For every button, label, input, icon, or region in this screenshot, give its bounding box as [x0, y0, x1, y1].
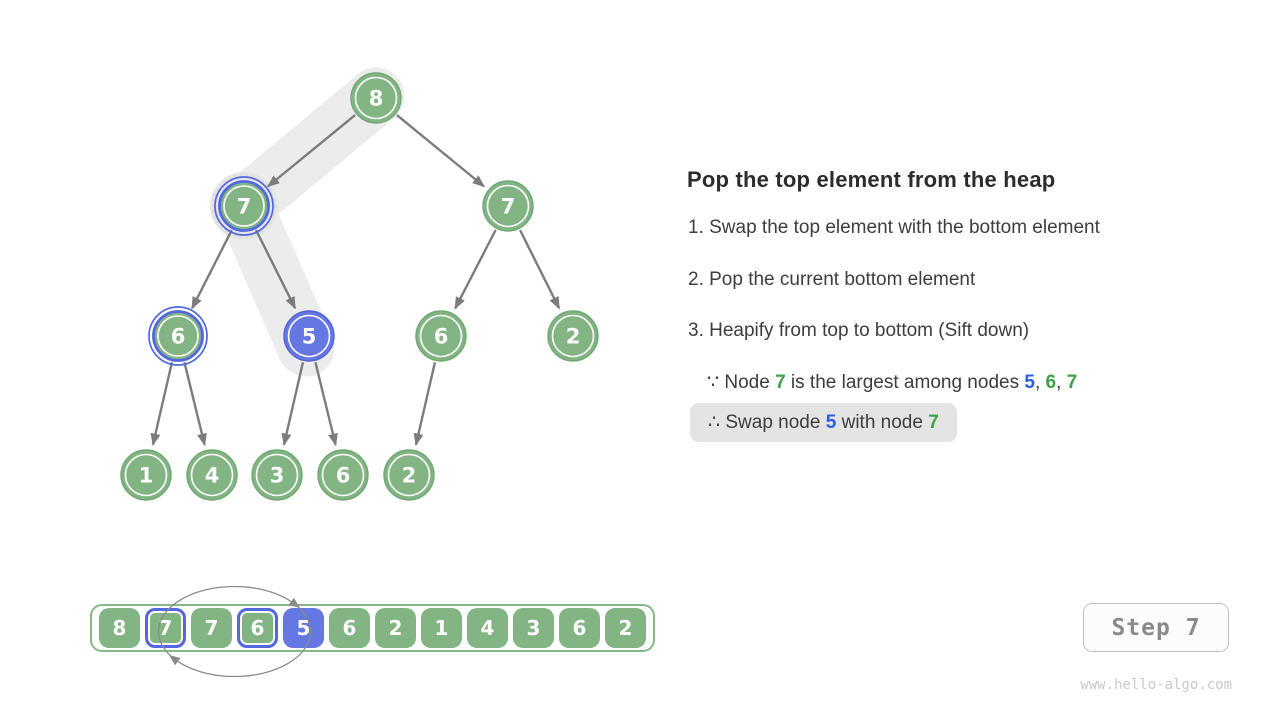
- array-cell: 5: [283, 608, 324, 648]
- node-value-ref: 6: [1045, 372, 1057, 393]
- array-cell: 6: [237, 608, 278, 648]
- tree-node-value: 2: [566, 325, 581, 349]
- array-cell: 4: [467, 608, 508, 648]
- note-text: ∵ Node: [707, 372, 776, 393]
- tree-node-value: 2: [402, 464, 417, 488]
- tree-edge: [281, 362, 305, 447]
- tree-edge: [183, 361, 207, 447]
- therefore-note: ∴ Swap node 5 with node 7: [690, 403, 957, 442]
- tree-edge: [150, 362, 174, 447]
- tree-node-value: 5: [302, 325, 317, 349]
- node-value-ref: 7: [775, 372, 786, 393]
- array-cell-value: 1: [434, 616, 449, 640]
- note-text: ,: [1056, 372, 1067, 393]
- tree-node: 1: [120, 449, 172, 501]
- note-text: is the largest among nodes: [785, 372, 1025, 393]
- array-cell: 7: [191, 608, 232, 648]
- page-title: Pop the top element from the heap: [687, 167, 1056, 192]
- tree-node-value: 6: [434, 325, 449, 349]
- array-cell: 8: [99, 608, 140, 648]
- tree-edges: [150, 114, 561, 447]
- note-text: with node: [836, 412, 929, 433]
- array-cell: 3: [513, 608, 554, 648]
- array-cell-value: 4: [480, 616, 495, 640]
- tree-edge: [519, 229, 561, 310]
- step-button[interactable]: Step 7: [1083, 603, 1229, 652]
- tree-node: 6: [415, 310, 467, 362]
- array-cell: 2: [605, 608, 646, 648]
- tree-node-value: 6: [171, 325, 186, 349]
- tree-edge: [314, 361, 338, 447]
- array-cell: 7: [145, 608, 186, 648]
- tree-node: 5: [283, 310, 335, 362]
- array-cell: 6: [329, 608, 370, 648]
- because-note: ∵ Node 7 is the largest among nodes 5, 6…: [707, 371, 1077, 394]
- instruction-step-1: 1. Swap the top element with the bottom …: [688, 217, 1100, 238]
- node-value-ref: 7: [1066, 372, 1078, 393]
- tree-node: 6: [317, 449, 369, 501]
- swap-arrowhead: [169, 655, 181, 666]
- tree-node-value: 3: [270, 464, 285, 488]
- array-cell-value: 7: [158, 616, 173, 640]
- tree-node: 2: [383, 449, 435, 501]
- tree-node: 7: [214, 176, 274, 236]
- tree-edge: [255, 229, 297, 310]
- array-cell: 2: [375, 608, 416, 648]
- tree-edge: [413, 362, 437, 447]
- tree-edge: [267, 114, 356, 188]
- tree-node: 6: [148, 306, 208, 366]
- tree-node: 3: [251, 449, 303, 501]
- instruction-step-2: 2. Pop the current bottom element: [688, 269, 976, 290]
- tree-node: 8: [350, 72, 402, 124]
- tree-node-value: 1: [139, 464, 154, 488]
- tree-node-value: 6: [336, 464, 351, 488]
- node-value-ref: 5: [825, 412, 837, 433]
- heap-array: 8 7 7 6 5 6 2 1 4 3 6 2: [90, 604, 655, 652]
- node-halo-dots: [211, 173, 277, 239]
- array-cell-value: 8: [112, 616, 127, 640]
- tree-nodes: 8 7 7 6 5 6 2 1 4 3 6 2: [120, 72, 599, 501]
- note-text: ,: [1034, 372, 1046, 393]
- array-cell-value: 2: [618, 616, 633, 640]
- array-cell: 1: [421, 608, 462, 648]
- node-value-ref: 7: [928, 412, 939, 433]
- tree-node: 7: [482, 180, 534, 232]
- tree-edge: [396, 114, 485, 188]
- tree-edge: [190, 229, 233, 310]
- watermark: www.hello-algo.com: [1080, 677, 1232, 693]
- array-cell-value: 6: [572, 616, 587, 640]
- tree-node: 4: [186, 449, 238, 501]
- array-cell-value: 6: [250, 616, 265, 640]
- note-text: ∴ Swap node: [708, 412, 826, 433]
- tree-node: 2: [547, 310, 599, 362]
- array-cell-value: 7: [204, 616, 219, 640]
- step-button-label: Step 7: [1111, 614, 1201, 641]
- array-cell-value: 6: [342, 616, 357, 640]
- tree-node-value: 7: [237, 195, 252, 219]
- array-cell-value: 2: [388, 616, 403, 640]
- array-cell: 6: [559, 608, 600, 648]
- instruction-step-3: 3. Heapify from top to bottom (Sift down…: [688, 320, 1030, 341]
- tree-edge: [454, 229, 497, 310]
- tree-node-value: 8: [369, 87, 384, 111]
- array-cell-value: 3: [526, 616, 541, 640]
- array-cell-value: 5: [296, 616, 311, 640]
- node-value-ref: 5: [1024, 372, 1035, 393]
- heap-tree-figure: 8 7 7 6 5 6 2 1 4 3 6 2: [120, 67, 599, 501]
- tree-node-value: 4: [205, 464, 220, 488]
- tree-node-value: 7: [501, 195, 516, 219]
